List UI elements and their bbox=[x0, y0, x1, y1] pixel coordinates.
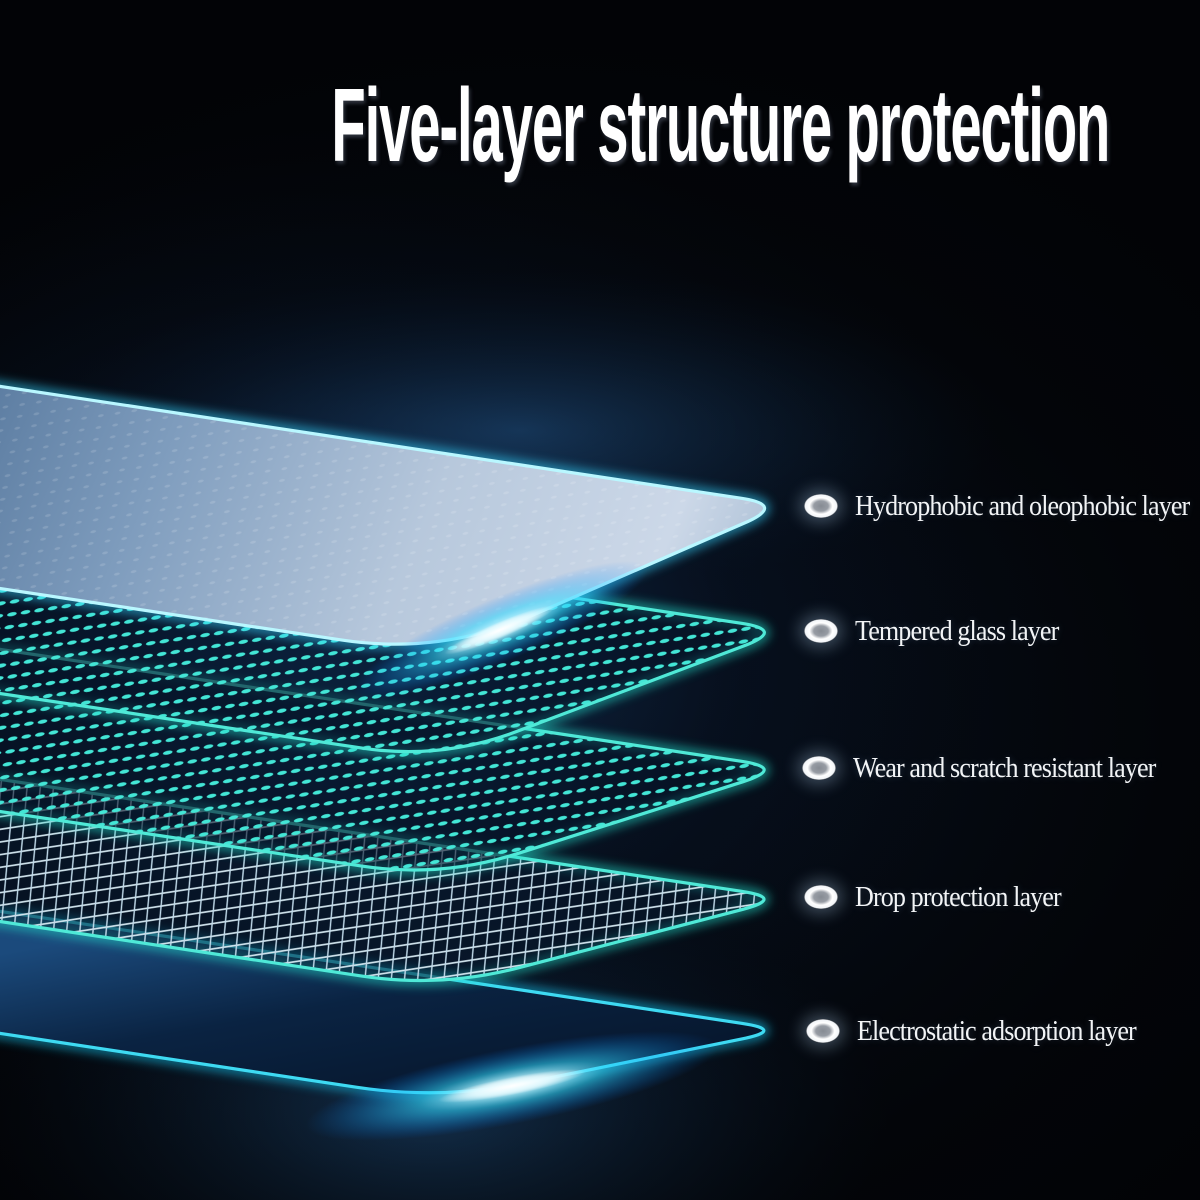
callout-row-4: Drop protection layer bbox=[804, 871, 1084, 923]
callout-row-1: Hydrophobic and oleophobic layer bbox=[804, 480, 1200, 532]
callout-row-5: Electrostatic adsorption layer bbox=[806, 1005, 1167, 1057]
layer-label: Tempered glass layer bbox=[855, 614, 1059, 647]
glow-ellipse-dot-icon bbox=[804, 619, 838, 643]
glow-ellipse-dot-icon bbox=[804, 885, 838, 909]
page-title-text: Five-layer structure protection bbox=[331, 68, 1110, 184]
glow-ellipse-dot-icon bbox=[802, 756, 836, 780]
callout-row-2: Tempered glass layer bbox=[804, 605, 1081, 657]
callout-row-3: Wear and scratch resistant layer bbox=[802, 742, 1189, 794]
layer-label: Drop protection layer bbox=[855, 880, 1062, 913]
layer-label: Electrostatic adsorption layer bbox=[857, 1014, 1137, 1047]
glow-ellipse-dot-icon bbox=[806, 1019, 840, 1043]
sheet-tempered-glass-layer-edge bbox=[0, 509, 766, 754]
layer-label: Hydrophobic and oleophobic layer bbox=[855, 489, 1190, 522]
sheet-drop-protection-layer-edge bbox=[0, 777, 766, 983]
lens-flare-glass-edge bbox=[352, 560, 648, 700]
layer-label: Wear and scratch resistant layer bbox=[853, 751, 1156, 784]
lens-flare-bottom-edge bbox=[305, 1031, 719, 1141]
sheet-wear-scratch-resistant-layer-edge bbox=[0, 647, 766, 872]
glow-ellipse-dot-icon bbox=[804, 494, 838, 518]
page-title: Five-layer structure protection bbox=[0, 74, 1200, 178]
